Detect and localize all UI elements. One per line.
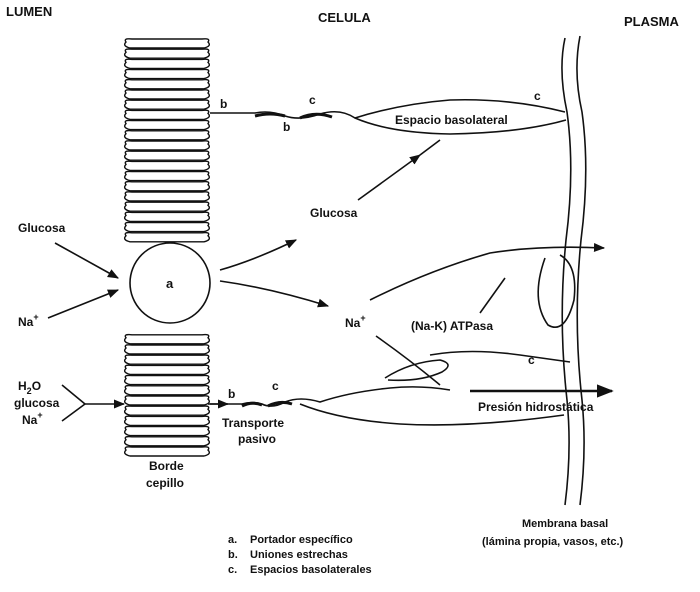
arrow-na-cell	[220, 281, 328, 306]
villus-fold	[125, 182, 210, 191]
villus-fold	[125, 59, 210, 68]
villus-fold	[125, 69, 210, 78]
arrow-glucosa-basolateral	[358, 155, 420, 200]
label-borde: Borde	[149, 459, 184, 473]
header-lumen: LUMEN	[6, 4, 52, 19]
label-pasivo: pasivo	[238, 432, 276, 446]
villus-fold	[125, 110, 210, 119]
villus-fold	[125, 90, 210, 99]
villus-fold	[125, 161, 210, 170]
pump-loop-small	[385, 360, 448, 380]
label-glucosa-mid: Glucosa	[310, 206, 358, 220]
basal-membrane-right	[577, 36, 586, 505]
mark-c-top2: c	[534, 89, 541, 103]
arrow-glucosa-in	[55, 243, 118, 278]
villus-fold	[125, 171, 210, 180]
legend-text-b: Uniones estrechas	[250, 549, 348, 561]
basal-membrane-left	[562, 38, 571, 505]
arrow-glucosa-cell	[220, 240, 296, 270]
label-transporte: Transporte	[222, 416, 284, 430]
label-lamina-propia: (lámina propia, vasos, etc.)	[482, 536, 624, 548]
label-na-mid: Na+	[345, 313, 366, 330]
label-glucosa-bottom: glucosa	[14, 396, 60, 410]
villus-fold	[125, 416, 210, 425]
pump-pointer	[480, 278, 505, 313]
label-cepillo: cepillo	[146, 476, 184, 490]
villus-fold	[125, 447, 210, 456]
header-plasma: PLASMA	[624, 14, 680, 29]
header-celula: CELULA	[318, 10, 371, 25]
villus-fold	[125, 437, 210, 446]
carrier-label: a	[166, 276, 174, 291]
villus-fold	[125, 406, 210, 415]
label-glucosa-in: Glucosa	[18, 221, 66, 235]
pump-line-top	[370, 247, 604, 300]
line-glucosa-to-space	[420, 140, 440, 155]
legend-text-c: Espacios basolaterales	[250, 564, 372, 576]
villus-fold	[125, 212, 210, 221]
villus-fold	[125, 345, 210, 354]
pump-loop	[538, 255, 575, 327]
label-na-bottom: Na+	[22, 410, 43, 427]
mark-c-bot: c	[272, 379, 279, 393]
villus-fold	[125, 365, 210, 374]
villus-fold	[125, 426, 210, 435]
mark-b-top2: b	[283, 120, 290, 134]
pump-line-bottom	[376, 336, 570, 385]
villus-fold	[125, 222, 210, 231]
legend-key-b: b.	[228, 549, 238, 561]
villus-fold	[125, 396, 210, 405]
label-espacio-basolateral: Espacio basolateral	[395, 113, 508, 127]
villus-fold	[125, 39, 210, 48]
villus-fold	[125, 131, 210, 140]
arrow-fork-bottom	[62, 404, 85, 421]
villus-fold	[125, 151, 210, 160]
legend-key-c: c.	[228, 564, 237, 576]
villus-fold	[125, 80, 210, 89]
label-presion: Presión hidrostática	[478, 400, 594, 414]
label-membrana-basal: Membrana basal	[522, 518, 608, 530]
legend-key-a: a.	[228, 534, 237, 546]
villus-fold	[125, 202, 210, 211]
mark-c-mid: c	[528, 353, 535, 367]
label-h2o: H2O	[18, 379, 41, 396]
label-na-in: Na+	[18, 312, 39, 329]
mark-c-top1: c	[309, 93, 316, 107]
villus-fold	[125, 141, 210, 150]
villus-fold	[125, 355, 210, 364]
villus-fold	[125, 192, 210, 201]
legend: a. Portador específico b. Uniones estrec…	[228, 534, 372, 576]
villus-fold	[125, 335, 210, 344]
mark-b-top1: b	[220, 97, 227, 111]
villus-fold	[125, 233, 210, 242]
arrow-na-in	[48, 290, 118, 318]
villus-fold	[125, 386, 210, 395]
villus-fold	[125, 375, 210, 384]
label-atpasa: (Na-K) ATPasa	[411, 319, 493, 333]
villus-fold	[125, 49, 210, 58]
villus-fold	[125, 100, 210, 109]
mark-b-bot: b	[228, 387, 235, 401]
villus-fold	[125, 120, 210, 129]
arrow-fork-top	[62, 385, 85, 404]
legend-text-a: Portador específico	[250, 534, 353, 546]
